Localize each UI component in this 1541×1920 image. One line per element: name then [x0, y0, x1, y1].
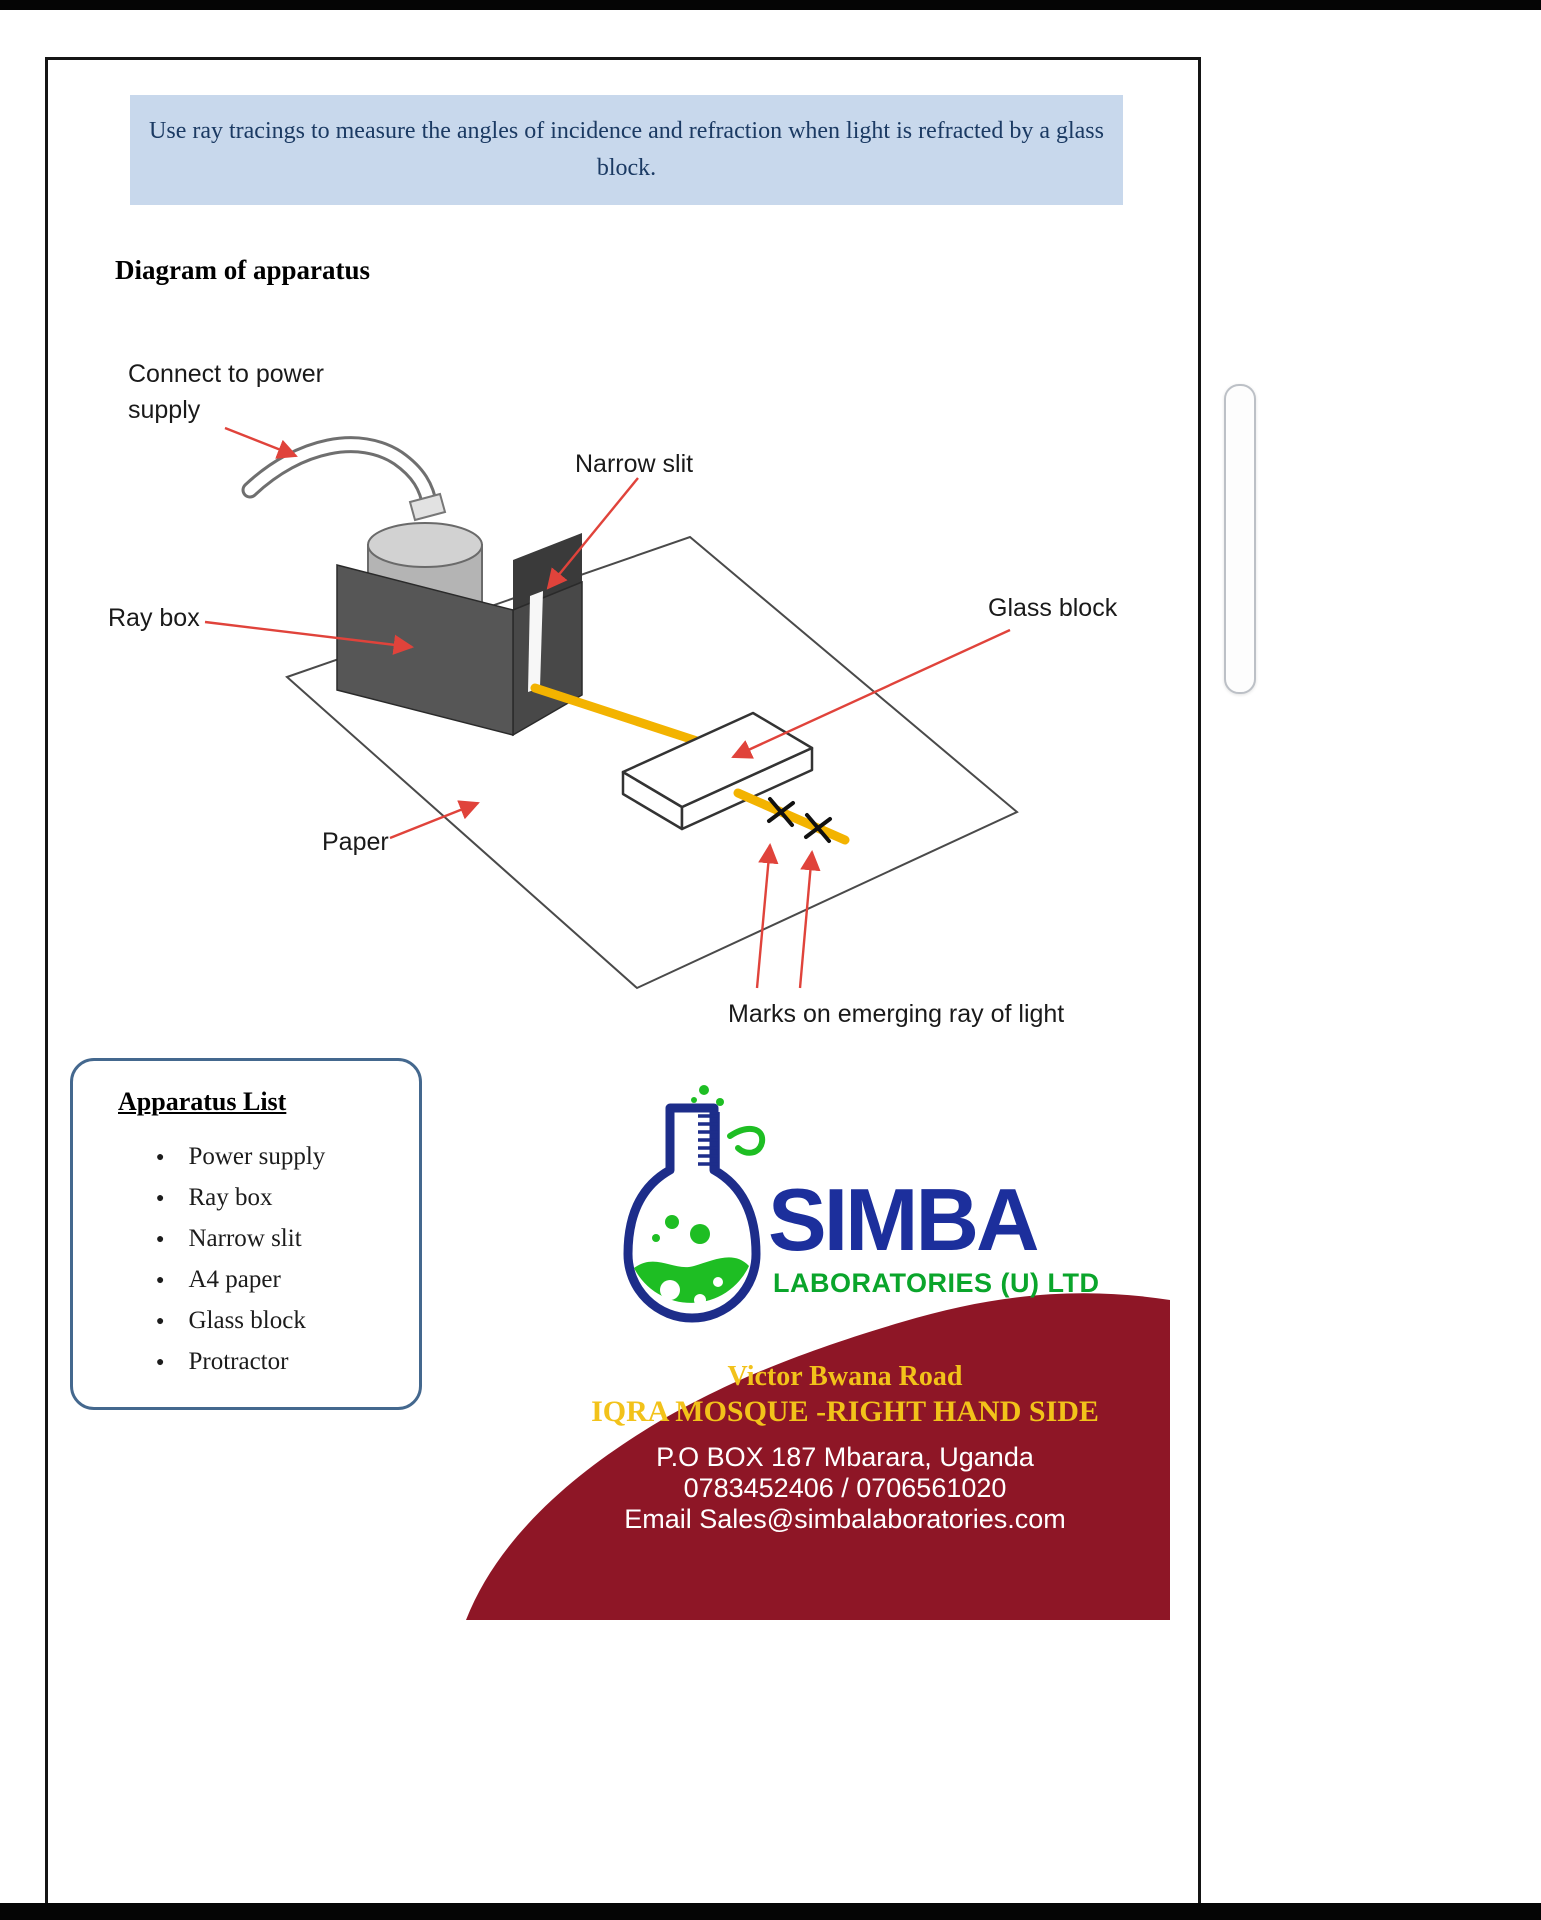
label-narrow-slit: Narrow slit: [575, 450, 694, 478]
light-ray-emerging: [733, 788, 850, 845]
light-ray-incident: [530, 683, 705, 747]
apparatus-list-box: Apparatus List Power supply Ray box Narr…: [70, 1058, 422, 1410]
phone-numbers: 0783452406 / 0706561020: [683, 1473, 1007, 1503]
list-item: Glass block: [156, 1307, 419, 1335]
apparatus-list-title: Apparatus List: [118, 1087, 287, 1116]
brand-name: SIMBA: [768, 1170, 1040, 1269]
annotation-arrows: [204, 426, 1011, 989]
arrow-glass-block: [731, 628, 1011, 759]
address-road: Victor Bwana Road: [727, 1361, 963, 1392]
label-power-supply: Connect to power supply: [128, 360, 324, 424]
list-item: Narrow slit: [156, 1225, 419, 1253]
address-landmark: IQRA MOSQUE -RIGHT HAND SIDE: [591, 1395, 1099, 1428]
cable-plug: [408, 492, 447, 522]
narrow-slit-gap: [528, 591, 543, 692]
glass-block-shape: [621, 711, 814, 831]
ribbon-shape: [466, 1293, 1170, 1620]
flask-logo-icon: [623, 1085, 766, 1323]
list-item: A4 paper: [156, 1266, 419, 1294]
label-paper: Paper: [322, 828, 389, 856]
scrollbar-thumb[interactable]: [1224, 384, 1256, 694]
list-item: Protractor: [156, 1348, 419, 1376]
arrow-paper: [389, 800, 480, 840]
task-banner: Use ray tracings to measure the angles o…: [130, 95, 1123, 205]
bottom-bezel: [0, 1903, 1541, 1920]
lamp-cylinder: [367, 522, 483, 624]
power-cable: [241, 436, 439, 516]
ray-marks: [767, 797, 832, 843]
brand-subtitle: LABORATORIES (U) LTD: [773, 1268, 1100, 1298]
section-title: Diagram of apparatus: [115, 255, 370, 285]
ribbon-text: Victor Bwana Road IQRA MOSQUE -RIGHT HAN…: [560, 1360, 1130, 1535]
email-address: Email Sales@simbalaboratories.com: [624, 1504, 1066, 1534]
apparatus-diagram: [204, 426, 1019, 990]
arrow-marks-1: [755, 842, 779, 989]
label-ray-box: Ray box: [108, 604, 200, 632]
arrow-narrow-slit: [546, 477, 639, 590]
label-glass-block: Glass block: [988, 594, 1118, 622]
apparatus-list: Power supply Ray box Narrow slit A4 pape…: [156, 1143, 419, 1376]
task-text: Use ray tracings to measure the angles o…: [149, 118, 1104, 181]
list-item: Ray box: [156, 1184, 419, 1212]
arrow-ray-box: [204, 620, 415, 655]
arrow-power-supply: [224, 426, 298, 459]
arrow-marks-2: [798, 849, 821, 989]
list-item: Power supply: [156, 1143, 419, 1171]
address-po-box: P.O BOX 187 Mbarara, Uganda: [656, 1442, 1034, 1472]
top-bezel: [0, 0, 1541, 10]
label-marks: Marks on emerging ray of light: [728, 1000, 1065, 1028]
